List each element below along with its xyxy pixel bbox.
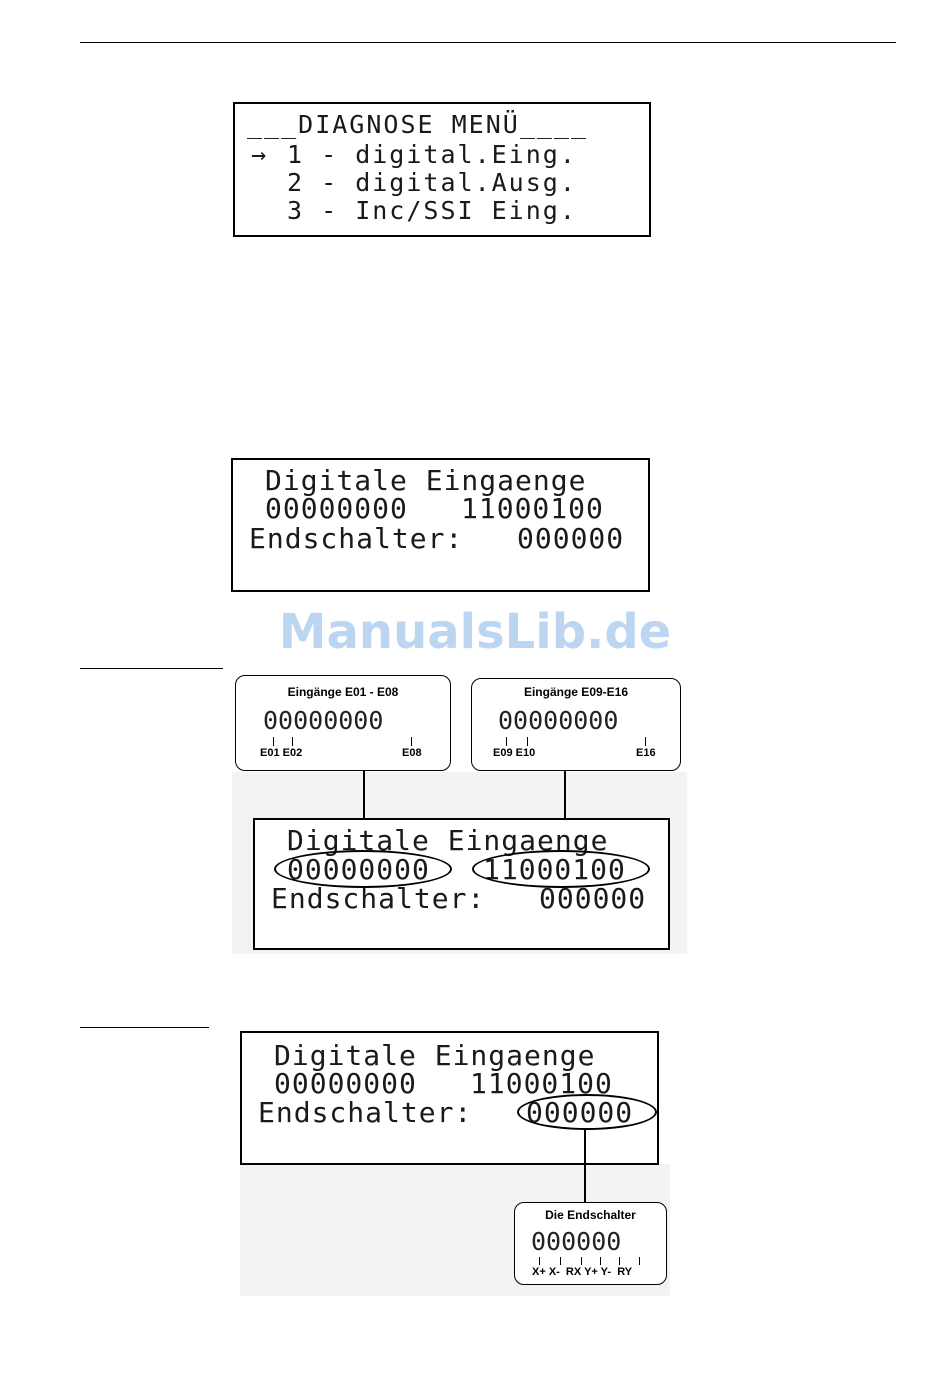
section-rule-1 bbox=[80, 668, 223, 669]
callout-e09-digits: 00000000 bbox=[498, 706, 619, 735]
tick bbox=[639, 1257, 640, 1265]
connector-line-e09 bbox=[564, 771, 566, 859]
section-rule-2 bbox=[80, 1027, 209, 1028]
tick bbox=[581, 1257, 582, 1265]
callout-end-title: Die Endschalter bbox=[545, 1208, 636, 1222]
callout-e01-title: Eingänge E01 - E08 bbox=[287, 685, 399, 699]
tick bbox=[506, 737, 507, 746]
menu-item-digital-ausg: 2 - digital.Ausg. bbox=[287, 168, 577, 197]
callout-e09-label-last: E16 bbox=[636, 747, 656, 759]
menu-item-inc-ssi: 3 - Inc/SSI Eing. bbox=[287, 196, 577, 225]
endschalter-value: 000000 bbox=[517, 522, 625, 555]
tick bbox=[292, 737, 293, 746]
digital-inputs-display: Digitale Eingaenge 00000000 11000100 End… bbox=[231, 458, 650, 592]
callout-e09-label-first: E09 E10 bbox=[493, 747, 536, 759]
display-title: Digitale Eingaenge bbox=[274, 1039, 596, 1072]
callout-end-digits: 000000 bbox=[531, 1227, 622, 1256]
callout-e01-digits: 00000000 bbox=[263, 706, 384, 735]
display-title: Digitale Eingaenge bbox=[265, 464, 587, 497]
endschalter-label: Endschalter: bbox=[249, 522, 464, 555]
highlight-ellipse-e01 bbox=[274, 850, 452, 888]
callout-end-labels: X+ X- RX Y+ Y- RY bbox=[532, 1266, 633, 1278]
callout-e01-label-first: E01 E02 bbox=[260, 747, 303, 759]
tick bbox=[600, 1257, 601, 1265]
callout-e09-title: Eingänge E09-E16 bbox=[523, 685, 629, 699]
callout-e01-e08: Eingänge E01 - E08 00000000 E01 E02 E08 bbox=[235, 675, 451, 771]
inputs-e09-e16-value: 11000100 bbox=[461, 492, 604, 525]
tick bbox=[527, 737, 528, 746]
inputs-e01-e08-value: 00000000 bbox=[265, 492, 408, 525]
watermark: ManualsLib.de bbox=[278, 604, 672, 660]
callout-e09-e16: Eingänge E09-E16 00000000 E09 E10 E16 bbox=[471, 678, 681, 771]
endschalter-label: Endschalter: bbox=[258, 1096, 473, 1129]
menu-item-digital-eing: 1 - digital.Eing. bbox=[287, 140, 577, 169]
tick bbox=[560, 1257, 561, 1265]
highlight-ellipse-endschalter bbox=[517, 1094, 657, 1130]
connector-line-endschalter bbox=[584, 1130, 586, 1202]
header-rule bbox=[80, 42, 896, 43]
diagnose-menu-display: ___DIAGNOSE MENÜ____ → 1 - digital.Eing.… bbox=[233, 102, 651, 237]
tick bbox=[619, 1257, 620, 1265]
highlight-ellipse-e09 bbox=[472, 850, 650, 888]
arrow-icon: → bbox=[251, 140, 267, 169]
tick bbox=[411, 737, 412, 746]
connector-line-e01 bbox=[363, 771, 365, 859]
menu-title: ___DIAGNOSE MENÜ____ bbox=[247, 110, 589, 139]
callout-endschalter: Die Endschalter 000000 X+ X- RX Y+ Y- RY bbox=[514, 1202, 667, 1285]
callout-e01-label-last: E08 bbox=[402, 747, 422, 759]
tick bbox=[539, 1257, 540, 1265]
tick bbox=[645, 737, 646, 746]
inputs-e01-e08-value: 00000000 bbox=[274, 1067, 417, 1100]
tick bbox=[273, 737, 274, 746]
